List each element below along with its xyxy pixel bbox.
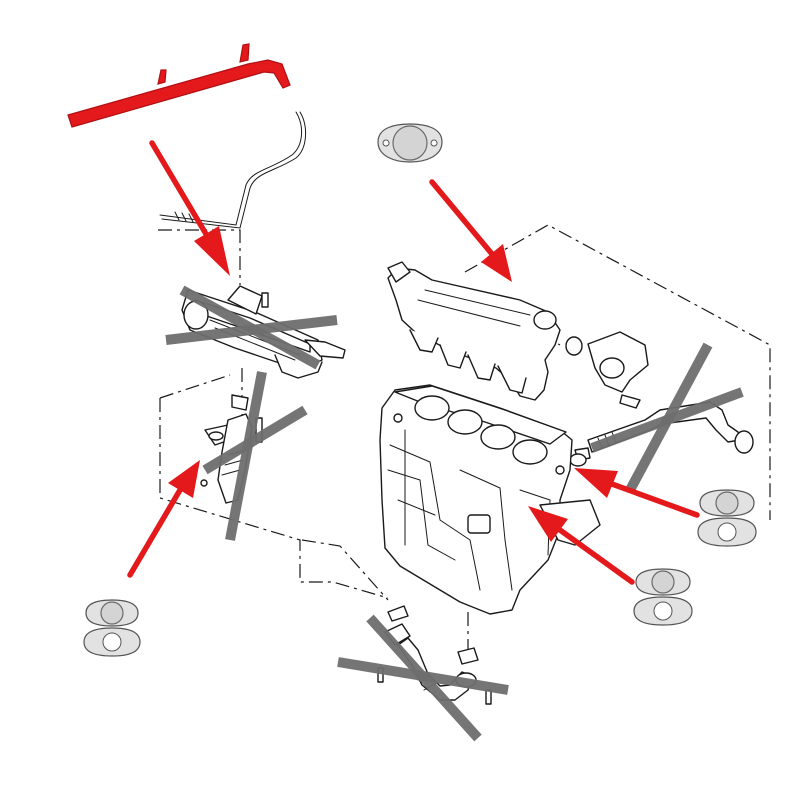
removed-part-markers bbox=[165, 285, 744, 742]
egr-valve-to-cooler-pipe bbox=[200, 394, 263, 504]
blanking-kit-right-lower bbox=[633, 568, 693, 626]
arrow-kit-right-lower-to-block bbox=[528, 506, 635, 585]
arrow-kit-right-upper-to-block bbox=[574, 468, 700, 518]
engine-block bbox=[379, 384, 601, 615]
arrow-pipe-to-cooler bbox=[149, 140, 230, 276]
egr-cooler-bypass-pipe bbox=[67, 43, 291, 128]
arrow-plate-to-manifold bbox=[429, 179, 512, 282]
assembly-guide-lines bbox=[158, 224, 771, 650]
blanking-kit-right-upper bbox=[697, 489, 757, 547]
arrow-kit-left-to-pipe bbox=[127, 460, 200, 578]
vacuum-line bbox=[159, 111, 306, 229]
throttle-body bbox=[587, 331, 649, 409]
blanking-plate-top bbox=[377, 123, 443, 163]
blanking-kit-left bbox=[83, 599, 141, 657]
intake-manifold bbox=[387, 261, 583, 401]
